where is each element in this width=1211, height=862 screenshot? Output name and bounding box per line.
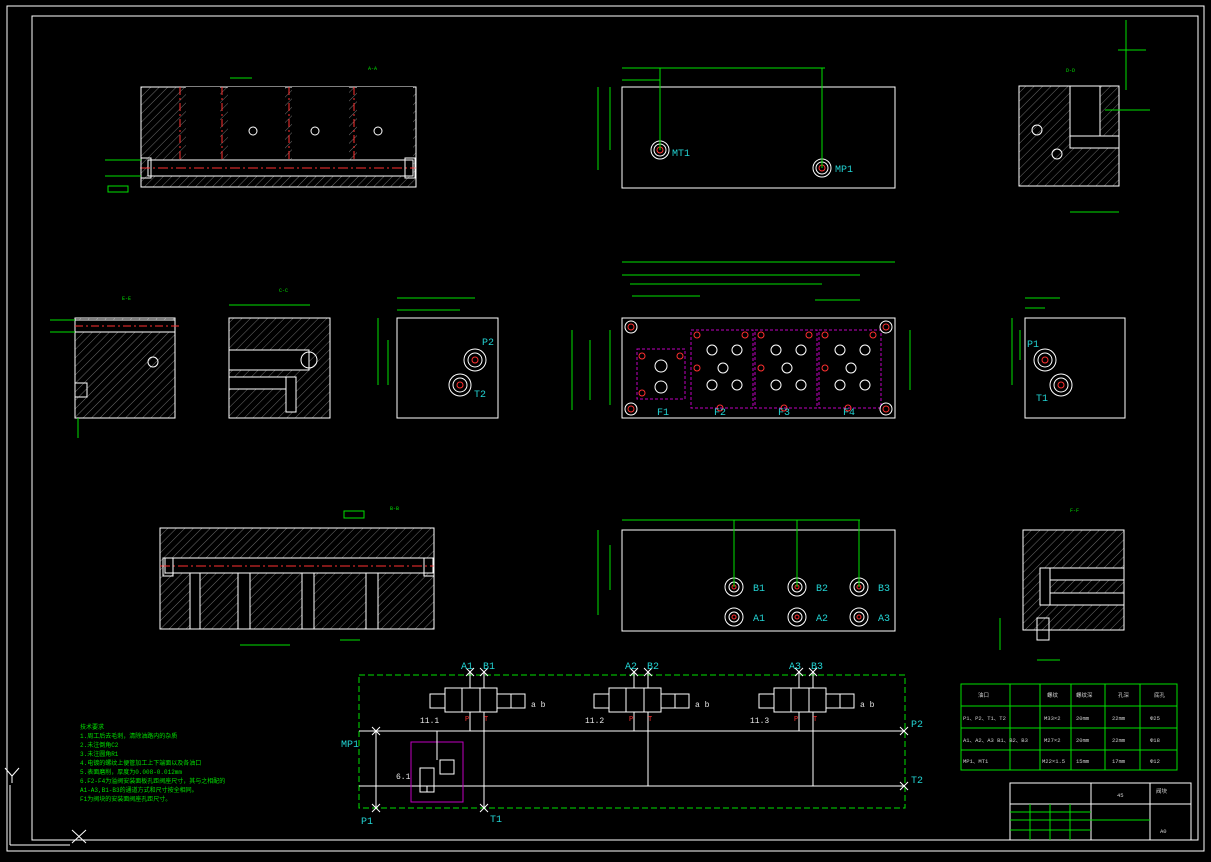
valve-port-p-2: P (629, 716, 633, 724)
side-view-right (1011, 297, 1126, 419)
port-spec-table (960, 683, 1178, 771)
section-title-ff: F-F (1070, 508, 1079, 514)
note-line: 5.表面磨削，厚度为0.008-0.012mm (80, 768, 182, 776)
schematic-label-t1: T1 (490, 815, 502, 826)
section-view-bb (159, 510, 435, 646)
valve-port-t-2: T (648, 716, 652, 724)
table-cell: M33×2 (1044, 715, 1061, 722)
table-cell: 15mm (1076, 758, 1090, 765)
note-line: F1为阀块的安装面阀座孔距尺寸。 (80, 795, 171, 803)
title-size: A0 (1160, 828, 1167, 835)
hydraulic-schematic (358, 667, 909, 813)
side-view-left (377, 297, 499, 419)
table-cell: 22mm (1112, 737, 1126, 744)
table-cell: P1、P2、T1、T2 (963, 715, 1006, 722)
table-header: 孔深 (1118, 691, 1130, 699)
schematic-label-b2: B2 (647, 662, 659, 673)
table-cell: Φ18 (1150, 737, 1160, 744)
valve-port-t-1: T (484, 716, 488, 724)
note-line: 3.未注圆角R1 (80, 750, 119, 758)
valve-label-11-2: 11.2 (585, 717, 604, 726)
valve-port-p-3: P (794, 716, 798, 724)
table-cell: M22×1.5 (1042, 758, 1065, 765)
table-cell: 22mm (1112, 715, 1126, 722)
port-label-t1-side: T1 (1036, 394, 1048, 405)
valve-port-t-3: T (813, 716, 817, 724)
table-cell: MP1、MT1 (963, 758, 989, 765)
port-label-b1: B1 (753, 584, 765, 595)
table-header: 底孔 (1154, 691, 1166, 699)
schematic-label-p1: P1 (361, 817, 373, 828)
solenoid-label-2: a b (695, 701, 710, 710)
port-label-a1: A1 (753, 614, 765, 625)
port-label-a2: A2 (816, 614, 828, 625)
technical-notes: 技术要求 1.周工后去毛刺，清除油路内的杂质 2.未注倒角C2 3.未注圆角R1… (80, 723, 225, 803)
valve-label-11-1: 11.1 (420, 717, 439, 726)
note-line: A1-A3,B1-B3的通道方式和尺寸按全相同。 (80, 786, 198, 794)
valve-label-11-3: 11.3 (750, 717, 769, 726)
ucs-axis-icon (4, 767, 87, 846)
table-cell: 20mm (1076, 715, 1090, 722)
section-view-ee (50, 317, 180, 438)
schematic-label-b3: B3 (811, 662, 823, 673)
table-cell: Φ25 (1150, 715, 1160, 722)
port-label-b3: B3 (878, 584, 890, 595)
table-header: 螺纹深 (1076, 691, 1093, 699)
port-label-b2: B2 (816, 584, 828, 595)
solenoid-label-3: a b (860, 701, 875, 710)
port-label-mp1: MP1 (835, 165, 853, 176)
table-cell: 20mm (1076, 737, 1090, 744)
title-name: 阀块 (1156, 787, 1168, 795)
note-line: 1.周工后去毛刺，清除油路内的杂质 (80, 732, 177, 740)
note-line: 6.F2-F4为溢阀安装面板孔距阀座尺寸，其与之相配的 (80, 777, 225, 785)
note-line: 4.电镀的螺纹上便管加工上下端面以及各油口 (80, 759, 201, 767)
port-label-p1-side: P1 (1027, 340, 1039, 351)
section-title-dd: D-D (1066, 68, 1075, 74)
schematic-label-b1: B1 (483, 662, 495, 673)
face-label-f2: F2 (714, 408, 726, 419)
section-title-ee: E-E (122, 296, 131, 302)
section-view-aa (105, 77, 417, 193)
port-label-mt1: MT1 (672, 149, 690, 160)
note-line: 技术要求 (80, 723, 104, 731)
face-label-f1: F1 (657, 408, 669, 419)
section-view-dd (1018, 20, 1150, 213)
table-cell: A1、A2、A3 B1、B2、B3 (963, 737, 1028, 744)
section-view-ff (999, 529, 1125, 661)
table-header: 螺纹 (1047, 691, 1059, 699)
face-label-f4: F4 (843, 408, 855, 419)
schematic-label-a2: A2 (625, 662, 637, 673)
schematic-label-p2: P2 (911, 720, 923, 731)
valve-label-6-1: 6.1 (396, 773, 411, 782)
port-label-p2-side: P2 (482, 338, 494, 349)
port-label-a3: A3 (878, 614, 890, 625)
table-cell: 17mm (1112, 758, 1126, 765)
table-cell: M27×2 (1044, 737, 1061, 744)
title-block (1009, 782, 1192, 841)
inner-frame (31, 15, 1199, 841)
title-material: 45 (1117, 792, 1124, 799)
solenoid-label-1: a b (531, 701, 546, 710)
face-label-f3: F3 (778, 408, 790, 419)
port-label-t2-side: T2 (474, 390, 486, 401)
schematic-label-t2: T2 (911, 776, 923, 787)
bottom-view (597, 519, 896, 632)
section-view-cc (228, 304, 331, 419)
main-plan-view (571, 261, 911, 419)
schematic-label-a3: A3 (789, 662, 801, 673)
note-line: 2.未注倒角C2 (80, 741, 119, 749)
schematic-label-mp1: MP1 (341, 740, 359, 751)
valve-port-p-1: P (465, 716, 469, 724)
section-title-bb: B-B (390, 506, 399, 512)
table-cell: Φ12 (1150, 758, 1160, 765)
section-title-aa: A-A (368, 66, 377, 72)
section-title-cc: C-C (279, 288, 288, 294)
outer-frame (6, 5, 1205, 852)
top-view (597, 67, 896, 189)
schematic-label-a1: A1 (461, 662, 473, 673)
table-header: 油口 (978, 691, 989, 699)
